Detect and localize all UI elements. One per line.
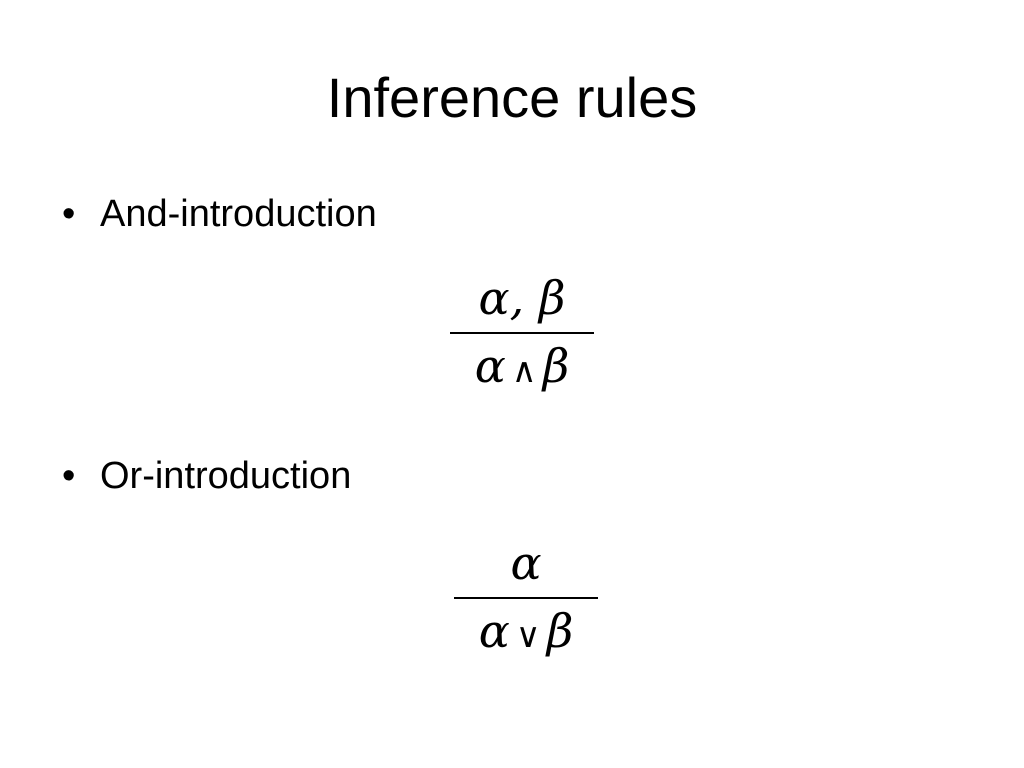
slide-title: Inference rules: [326, 66, 698, 129]
conclusion-right-operand: β: [542, 339, 570, 393]
bullet-marker: •: [62, 455, 76, 497]
rule-conclusion: α∧β: [450, 338, 594, 399]
conclusion-left-operand: α: [474, 339, 506, 393]
or-operator: ∨: [515, 616, 541, 656]
bullet-or-introduction: • Or-introduction: [62, 453, 351, 499]
rule-premise: α, β: [478, 271, 566, 325]
inference-line: [450, 332, 594, 334]
bullet-and-introduction: • And-introduction: [62, 191, 377, 237]
rule-conclusion: α∨β: [454, 603, 598, 664]
or-introduction-rule: α α∨β: [454, 535, 598, 664]
conclusion-right-operand: β: [546, 604, 574, 658]
bullet-marker: •: [62, 193, 76, 235]
and-operator: ∧: [511, 351, 537, 391]
conclusion-left-operand: α: [478, 604, 510, 658]
bullet-label: Or-introduction: [100, 455, 352, 497]
inference-line: [454, 597, 598, 599]
and-introduction-rule: α, β α∧β: [450, 270, 594, 399]
bullet-label: And-introduction: [100, 193, 377, 235]
rule-premise: α: [510, 536, 542, 590]
